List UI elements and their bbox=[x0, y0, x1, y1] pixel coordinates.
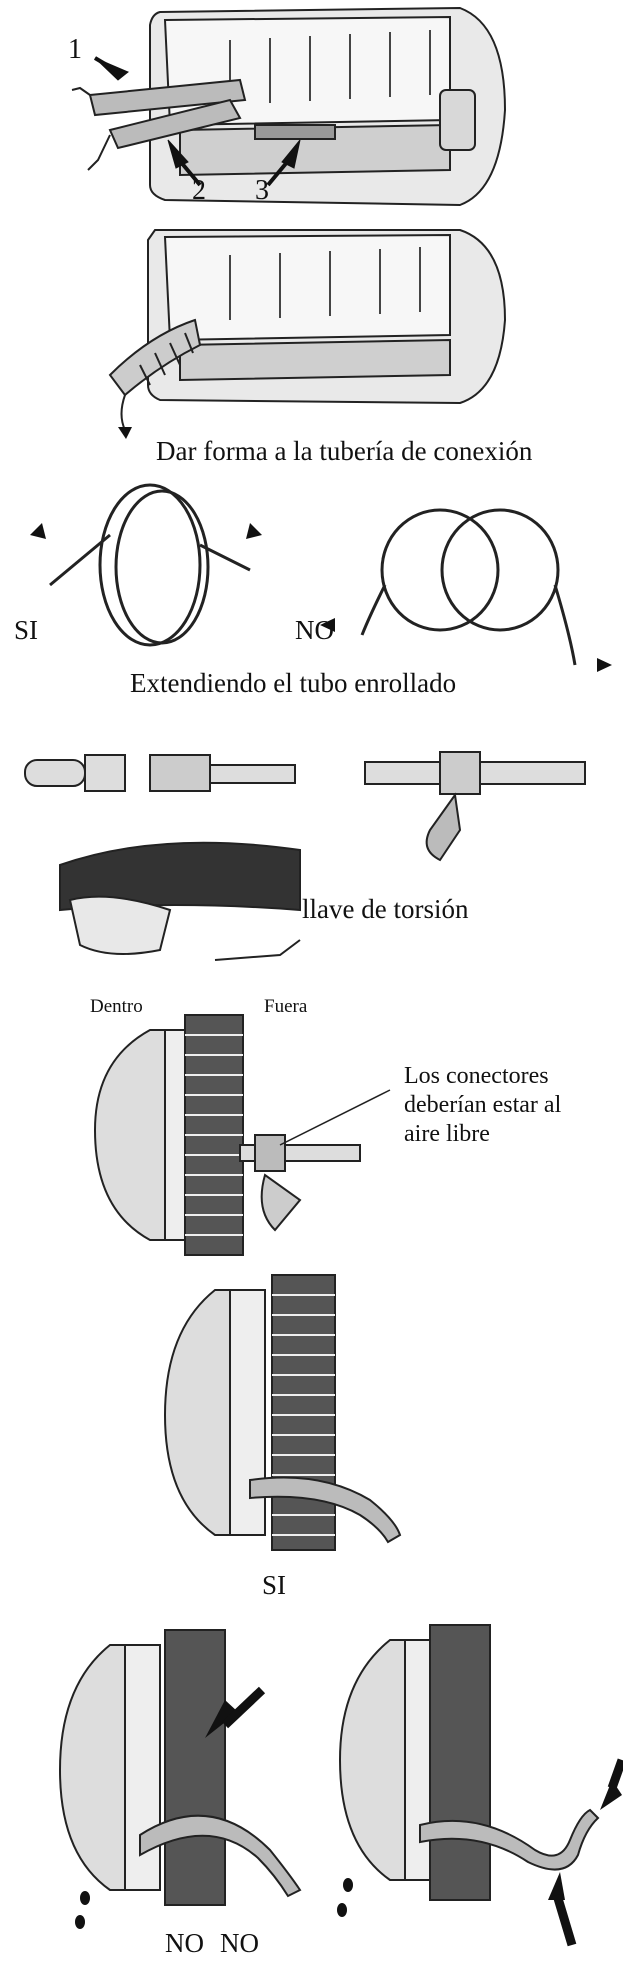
label-no-coil: NO bbox=[295, 615, 334, 645]
pipe-wrapping-illustration bbox=[108, 229, 507, 439]
panel-unit-pipes: 1 2 3 bbox=[0, 0, 623, 225]
indoor-unit-pipes-illustration bbox=[71, 6, 507, 207]
correct-routing-illustration bbox=[163, 1274, 402, 1551]
label-no-routing-1: NO bbox=[165, 1928, 204, 1958]
caption-shape-pipe: Dar forma a la tubería de conexión bbox=[156, 436, 533, 466]
label-torque-wrench: llave de torsión bbox=[302, 894, 469, 924]
callout-1: 1 bbox=[68, 34, 82, 65]
label-yes-routing: SI bbox=[262, 1570, 287, 1600]
panel-torque-wrench: llave de torsión bbox=[0, 700, 623, 980]
note-connector-line-1: Los conectores bbox=[404, 1063, 549, 1089]
coiled-tube-illustration bbox=[30, 483, 612, 672]
panel-incorrect-routing: NO NO bbox=[0, 1610, 623, 1965]
note-connector-line-2: deberían estar al bbox=[404, 1092, 562, 1118]
panel-shape-pipe: Dar forma a la tubería de conexión bbox=[0, 225, 623, 475]
label-yes-coil: SI bbox=[14, 615, 39, 645]
flare-connection-illustration bbox=[24, 751, 586, 961]
panel-connectors-outside: Dentro Fuera Los conectores deberían est… bbox=[0, 980, 623, 1270]
incorrect-routing-illustration bbox=[58, 1624, 623, 1947]
label-no-routing-2: NO bbox=[220, 1928, 259, 1958]
note-connector-line-3: aire libre bbox=[404, 1121, 490, 1147]
callout-2: 2 bbox=[192, 175, 206, 206]
caption-coiled-tube: Extendiendo el tubo enrollado bbox=[130, 668, 457, 698]
callout-3: 3 bbox=[255, 175, 269, 206]
label-inside: Dentro bbox=[90, 996, 143, 1017]
panel-correct-routing: SI bbox=[0, 1270, 623, 1610]
wall-connectors-illustration bbox=[93, 1014, 391, 1256]
panel-coiled-tube: SI NO Extendiendo el tubo enrollado bbox=[0, 475, 623, 700]
label-outside: Fuera bbox=[264, 996, 308, 1017]
